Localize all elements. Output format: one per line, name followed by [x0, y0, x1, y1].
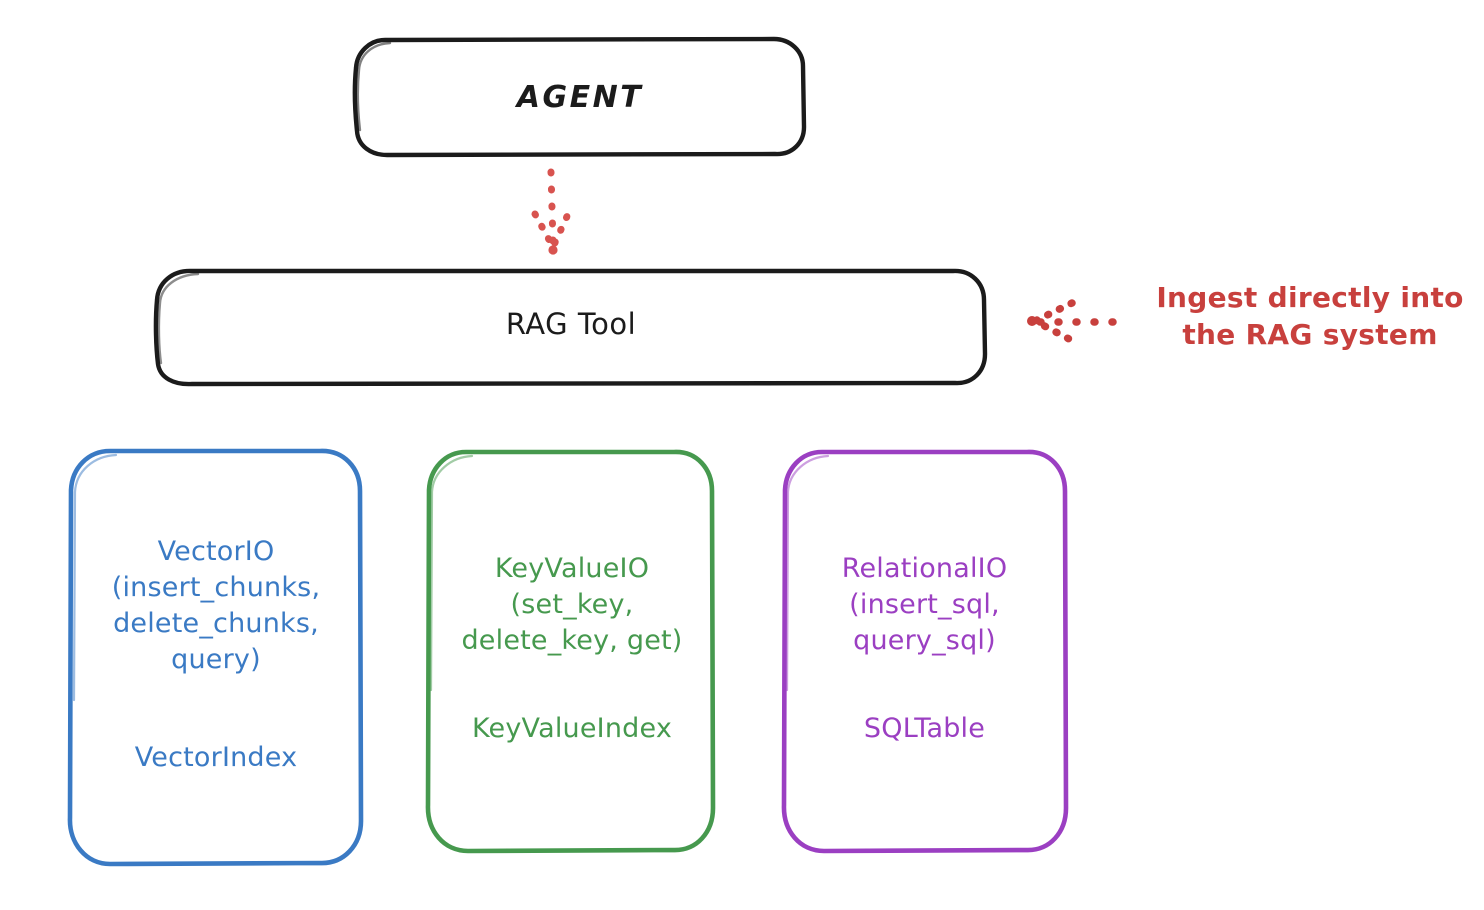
agent-to-rag-tool-arrow	[531, 168, 573, 255]
vector-io-box-sketch-overlay	[72, 453, 118, 702]
vector-io-node[interactable]	[67, 448, 364, 867]
agent-box-outline	[352, 36, 807, 158]
ingest-arrow	[1027, 299, 1132, 344]
rag-tool-node[interactable]	[153, 268, 988, 387]
key-value-io-node[interactable]	[425, 449, 716, 854]
relational-io-box-outline	[781, 449, 1069, 854]
agent-box-sketch-overlay	[356, 41, 392, 132]
key-value-io-box-outline	[425, 449, 716, 854]
agent-node[interactable]	[352, 36, 807, 158]
vector-io-box-outline	[67, 448, 364, 867]
rag-tool-box-sketch-overlay	[157, 272, 200, 365]
relational-io-box-sketch-overlay	[785, 454, 830, 692]
relational-io-node[interactable]	[781, 449, 1069, 854]
rag-tool-box-outline	[153, 268, 988, 387]
key-value-io-box-sketch-overlay	[429, 454, 474, 692]
